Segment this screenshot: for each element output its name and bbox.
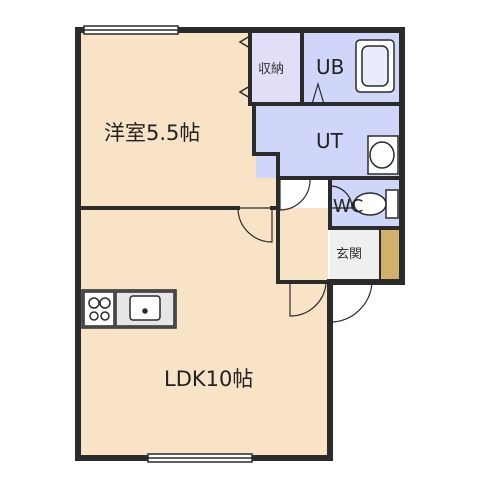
entrance-floor: [330, 228, 380, 280]
wash-basin-bowl: [369, 141, 395, 169]
storage-fold-top: [238, 35, 251, 49]
entrance-door: [329, 281, 373, 323]
ut-walls: [252, 102, 280, 180]
stove-burner-2: [99, 297, 111, 309]
storage-doors: [238, 35, 251, 99]
toilet-tank: [385, 189, 399, 219]
entrance-label: 玄関: [336, 247, 362, 262]
western-room-door: [237, 207, 273, 243]
storage-floor: [250, 32, 302, 102]
stove-burner-1: [88, 297, 100, 309]
kitchen-sink: [129, 295, 161, 321]
kitchen-counter: [81, 289, 177, 329]
bathtub: [355, 39, 395, 93]
unit-bath-label: UB: [316, 55, 344, 79]
toilet-door: [329, 185, 353, 209]
toilet-label: WC: [333, 196, 363, 217]
storage-fold-bottom: [238, 85, 251, 99]
stove-burner-4: [100, 311, 110, 321]
windows: [83, 25, 253, 463]
ub-door: [311, 81, 325, 105]
stove-burner-3: [89, 311, 99, 321]
utility-door: [279, 179, 311, 211]
shoe-box: [379, 227, 401, 281]
bathtub-inner: [361, 45, 389, 87]
storage-label: 収納: [258, 62, 284, 77]
ldk-label: LDK10帖: [164, 367, 253, 391]
toilet-bowl: [353, 192, 387, 216]
floors: [80, 30, 401, 456]
labels: 洋室5.5帖 収納 UB UT WC 玄関 LDK10帖: [104, 55, 363, 391]
doors: [237, 81, 373, 323]
ldk-floor: [80, 208, 328, 456]
western-room-label: 洋室5.5帖: [104, 121, 200, 145]
utility-label: UT: [316, 129, 344, 153]
wash-basin: [367, 135, 399, 175]
ldk-door: [289, 283, 327, 317]
toilet-fixture: [353, 189, 399, 219]
sink-drain: [142, 308, 148, 314]
stove-top: [83, 291, 115, 327]
